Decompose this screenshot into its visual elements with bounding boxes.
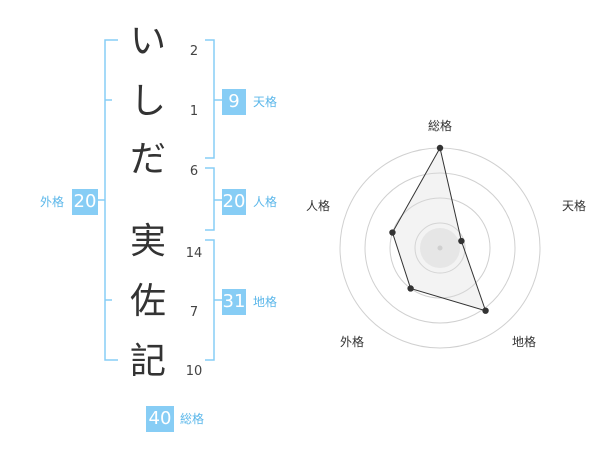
radar-axis-label-5: 人格 — [306, 198, 330, 213]
name-char-5: 佐 — [129, 281, 166, 322]
name-char-6: 記 — [129, 341, 166, 382]
radar-series-polygon — [391, 146, 487, 312]
tenkaku-label: 天格 — [253, 95, 278, 109]
radar-point-4 — [407, 285, 414, 292]
name-char-1: い — [129, 21, 166, 62]
soukaku-value: 40 — [146, 406, 174, 432]
stroke-count-4: 14 — [185, 246, 203, 261]
soukaku-label: 総格 — [180, 412, 205, 426]
stroke-count-2: 1 — [189, 104, 199, 119]
radar-point-2 — [458, 237, 465, 245]
name-char-4: 実 — [129, 221, 166, 262]
gaikaku-label: 外格 — [40, 195, 65, 209]
chikaku-label: 地格 — [253, 295, 278, 309]
stroke-count-5: 7 — [189, 305, 199, 320]
jinkaku-label: 人格 — [253, 195, 278, 209]
radar-axis-label-4: 外格 — [340, 334, 364, 349]
radar-ring — [389, 197, 491, 299]
radar-axis-label-2: 天格 — [562, 198, 586, 213]
radar-point-1 — [436, 144, 444, 152]
radar-center-dot — [437, 245, 443, 251]
name-char-2: し — [129, 81, 166, 122]
stroke-count-6: 10 — [185, 364, 203, 379]
radar-ring — [414, 222, 466, 274]
tenkaku-bracket — [205, 39, 215, 159]
jinkaku-value: 20 — [222, 189, 246, 215]
radar-ring — [364, 172, 516, 324]
radar-point-3 — [482, 307, 489, 314]
gaikaku-value: 20 — [72, 189, 98, 215]
radar-point-5 — [389, 229, 396, 236]
stroke-count-3: 6 — [189, 164, 199, 179]
radar-axis-label-3: 地格 — [512, 334, 536, 349]
jinkaku-bracket — [205, 167, 215, 231]
chikaku-value: 31 — [222, 289, 246, 315]
name-char-3: だ — [129, 139, 166, 180]
tenkaku-value: 9 — [222, 89, 246, 115]
stroke-count-1: 2 — [189, 44, 199, 59]
radar-axis-label-1: 総格 — [428, 118, 452, 133]
